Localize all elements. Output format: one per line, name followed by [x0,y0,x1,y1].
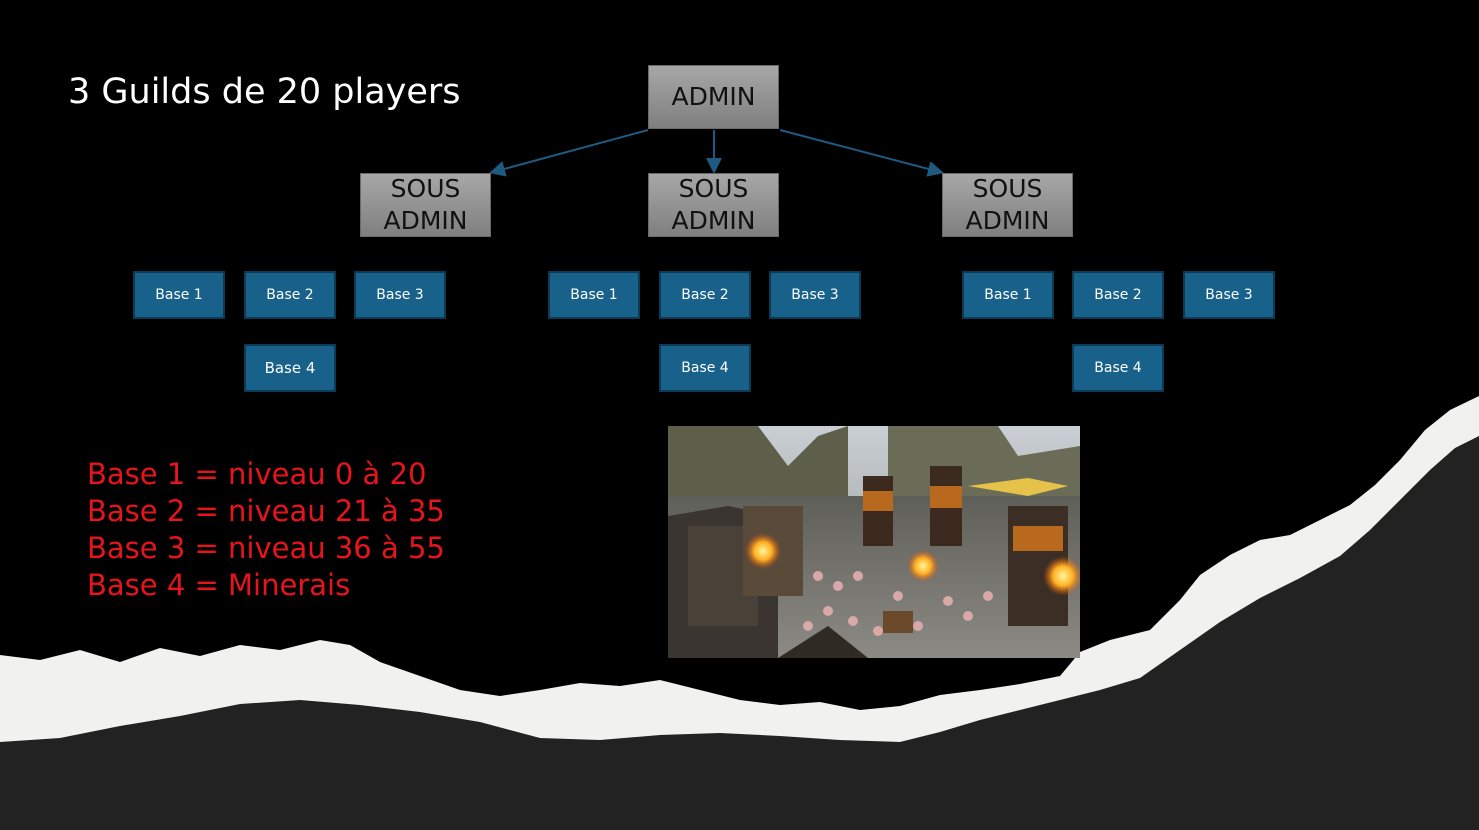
guild-2-base-1: Base 1 [548,271,640,319]
sous-admin-box-3: SOUS ADMIN [942,173,1073,237]
guild-3-base-1: Base 1 [962,271,1054,319]
legend-line-2: Base 2 = niveau 21 à 35 [87,494,445,528]
base-level-legend: Base 1 = niveau 0 à 20 Base 2 = niveau 2… [87,456,445,604]
guild-3-base-4: Base 4 [1072,344,1164,392]
slide-title: 3 Guilds de 20 players [68,72,461,112]
guild-2-base-2: Base 2 [659,271,751,319]
sous-admin-line2: ADMIN [383,206,468,235]
sous-admin-box-2: SOUS ADMIN [648,173,779,237]
legend-line-1: Base 1 = niveau 0 à 20 [87,457,427,491]
game-base-screenshot [668,426,1080,658]
guild-2-base-4: Base 4 [659,344,751,392]
admin-box: ADMIN [648,65,779,129]
guild-2-base-3: Base 3 [769,271,861,319]
admin-label: ADMIN [671,82,756,111]
sous-admin-box-1: SOUS ADMIN [360,173,491,237]
sous-admin-line1: SOUS [678,174,749,203]
guild-1-base-4: Base 4 [244,344,336,392]
sous-admin-line1: SOUS [972,174,1043,203]
sous-admin-line2: ADMIN [965,206,1050,235]
legend-line-4: Base 4 = Minerais [87,568,351,602]
guild-3-base-2: Base 2 [1072,271,1164,319]
arrow-right [779,129,944,177]
legend-line-3: Base 3 = niveau 36 à 55 [87,531,445,565]
sous-admin-line1: SOUS [390,174,461,203]
guild-1-base-2: Base 2 [244,271,336,319]
arrow-left [489,129,649,177]
sous-admin-line2: ADMIN [671,206,756,235]
guild-3-base-3: Base 3 [1183,271,1275,319]
guild-1-base-1: Base 1 [133,271,225,319]
guild-1-base-3: Base 3 [354,271,446,319]
dark-band [0,436,1479,830]
